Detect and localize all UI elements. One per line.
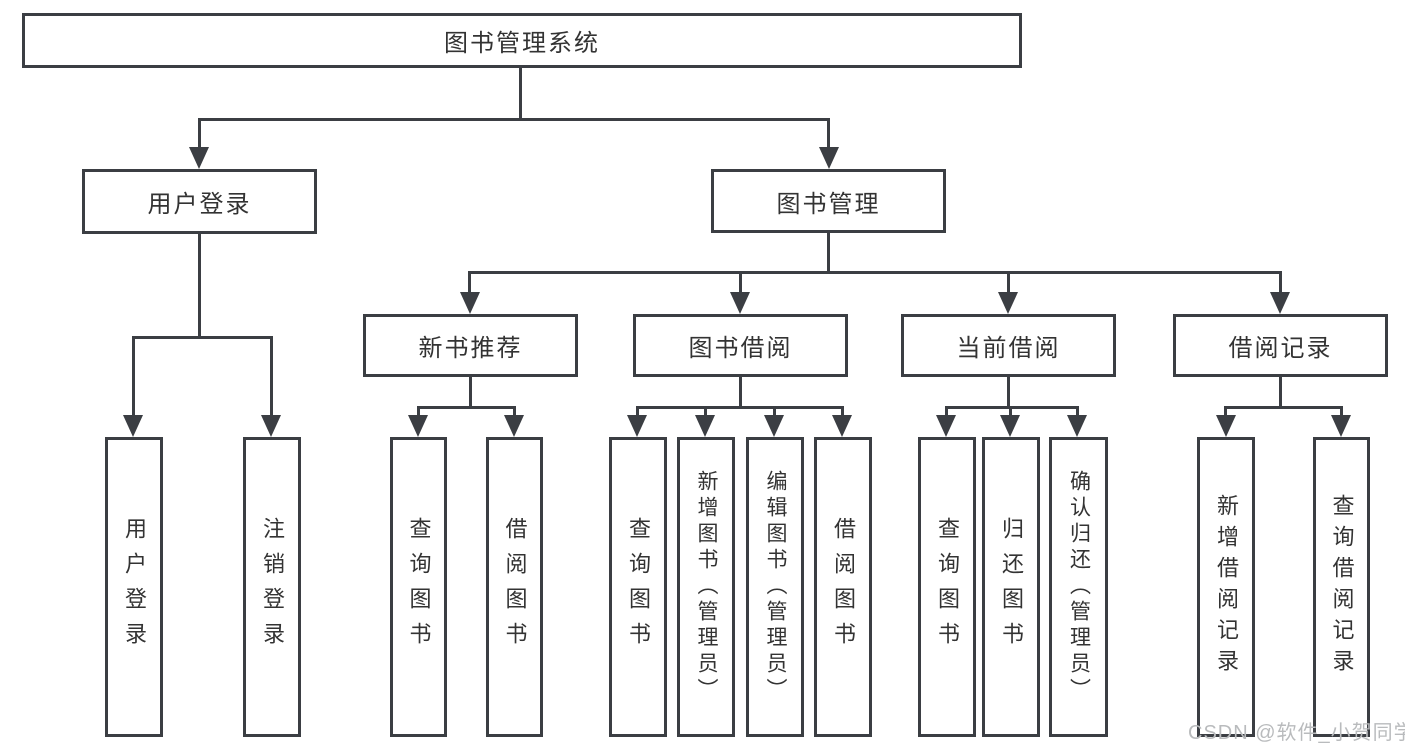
connector-line	[198, 118, 830, 121]
connector-line	[417, 406, 516, 409]
connector-line	[1007, 377, 1010, 406]
connector-line	[1224, 406, 1343, 409]
connector-line	[1076, 406, 1079, 417]
leaf-add-borrow-record: 新增借阅记录	[1197, 437, 1255, 737]
node-new-book-recommendation: 新书推荐	[363, 314, 578, 377]
leaf-add-book-admin: 新增图书（管理员）	[677, 437, 735, 737]
node-user-login: 用户登录	[82, 169, 317, 234]
leaf-user-login: 用户登录	[105, 437, 163, 737]
connector-line	[739, 377, 742, 406]
arrow-down-icon	[1331, 415, 1351, 437]
arrow-down-icon	[1216, 415, 1236, 437]
connector-line	[468, 271, 471, 294]
arrow-down-icon	[627, 415, 647, 437]
connector-line	[773, 406, 776, 417]
arrow-down-icon	[998, 292, 1018, 314]
connector-line	[198, 118, 201, 150]
arrow-down-icon	[189, 147, 209, 169]
connector-line	[841, 406, 844, 417]
node-current-borrowing: 当前借阅	[901, 314, 1116, 377]
leaf-confirm-return-admin: 确认归还（管理员）	[1049, 437, 1108, 737]
arrow-down-icon	[504, 415, 524, 437]
connector-line	[1007, 271, 1010, 294]
leaf-query-books-borrowing: 查询图书	[609, 437, 667, 737]
arrow-down-icon	[764, 415, 784, 437]
node-borrowing-records: 借阅记录	[1173, 314, 1388, 377]
leaf-query-books-recommend: 查询图书	[390, 437, 447, 737]
connector-line	[519, 68, 522, 118]
connector-line	[945, 406, 1079, 409]
node-library-management-system: 图书管理系统	[22, 13, 1022, 68]
arrow-down-icon	[408, 415, 428, 437]
arrow-down-icon	[1270, 292, 1290, 314]
leaf-logout: 注销登录	[243, 437, 301, 737]
arrow-down-icon	[730, 292, 750, 314]
arrow-down-icon	[1000, 415, 1020, 437]
connector-line	[1009, 406, 1012, 417]
connector-line	[1340, 406, 1343, 417]
connector-line	[1224, 406, 1227, 417]
arrow-down-icon	[460, 292, 480, 314]
arrow-down-icon	[695, 415, 715, 437]
connector-line	[198, 234, 201, 336]
connector-line	[704, 406, 707, 417]
arrow-down-icon	[123, 415, 143, 437]
arrow-down-icon	[819, 147, 839, 169]
connector-line	[1279, 271, 1282, 294]
connector-line	[636, 406, 639, 417]
leaf-return-books: 归还图书	[982, 437, 1040, 737]
arrow-down-icon	[832, 415, 852, 437]
connector-line	[636, 406, 844, 409]
arrow-down-icon	[1067, 415, 1087, 437]
connector-line	[468, 271, 1282, 274]
connector-line	[417, 406, 420, 417]
connector-line	[827, 233, 830, 274]
connector-line	[132, 336, 273, 339]
connector-line	[827, 118, 830, 150]
node-book-borrowing: 图书借阅	[633, 314, 848, 377]
connector-line	[1279, 377, 1282, 406]
node-book-management: 图书管理	[711, 169, 946, 233]
leaf-borrow-books-recommend: 借阅图书	[486, 437, 543, 737]
leaf-query-books-current: 查询图书	[918, 437, 976, 737]
connector-line	[513, 406, 516, 417]
connector-line	[945, 406, 948, 417]
connector-line	[132, 336, 135, 415]
arrow-down-icon	[936, 415, 956, 437]
connector-line	[469, 377, 472, 406]
leaf-borrow-books-borrowing: 借阅图书	[814, 437, 872, 737]
arrow-down-icon	[261, 415, 281, 437]
connector-line	[739, 271, 742, 294]
leaf-query-borrow-record: 查询借阅记录	[1313, 437, 1370, 737]
watermark: CSDN @软件_小贺同学	[1188, 722, 1405, 744]
leaf-edit-book-admin: 编辑图书（管理员）	[746, 437, 804, 737]
connector-line	[270, 336, 273, 415]
